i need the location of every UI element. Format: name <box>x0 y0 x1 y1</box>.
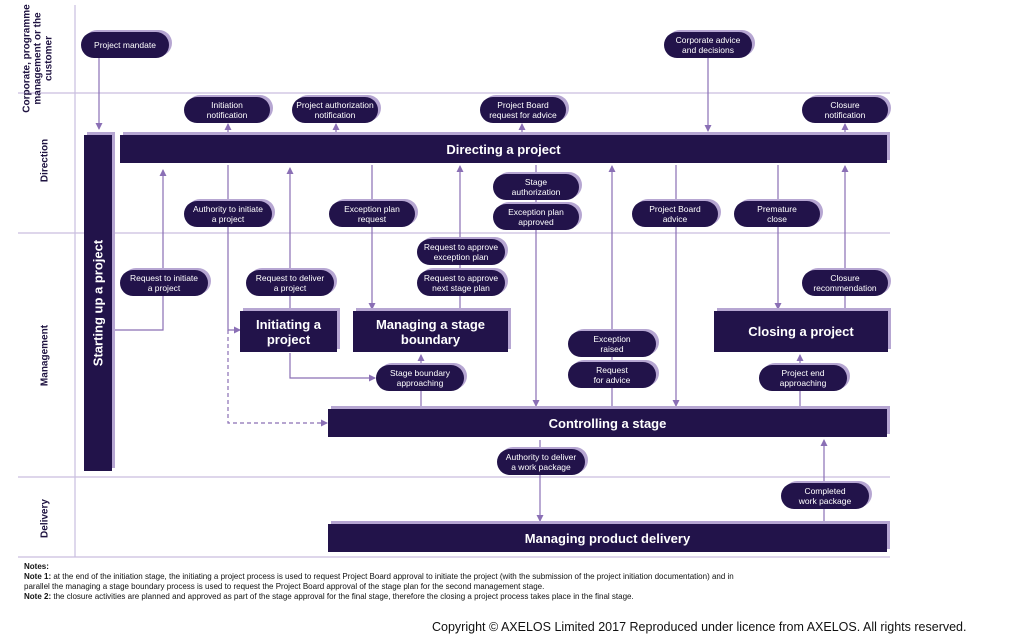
event-exception-plan-request[interactable]: Exception plan request <box>329 201 415 227</box>
event-board-advice[interactable]: Project Board advice <box>632 201 718 227</box>
dashed-path <box>227 330 328 427</box>
notes-block: Notes: Note 1: at the end of the initiat… <box>24 562 744 602</box>
notes-heading: Notes: <box>24 562 49 571</box>
event-stage-boundary-approaching[interactable]: Stage boundary approaching <box>376 365 464 391</box>
event-authority-initiate[interactable]: Authority to initiate a project <box>184 201 272 227</box>
event-initiation-notification[interactable]: Initiation notification <box>184 97 270 123</box>
event-exception-plan-approved[interactable]: Exception plan approved <box>493 204 579 230</box>
process-initiating-a-project[interactable]: Initiating a project <box>240 311 337 352</box>
event-corporate-advice[interactable]: Corporate advice and decisions <box>664 32 752 58</box>
copyright-text: Copyright © AXELOS Limited 2017 Reproduc… <box>432 620 967 634</box>
event-exception-raised[interactable]: Exception raised <box>568 331 656 357</box>
event-completed-wp[interactable]: Completed work package <box>781 483 869 509</box>
note-1: Note 1: at the end of the initiation sta… <box>24 572 744 592</box>
note-1-text: at the end of the initiation stage, the … <box>24 572 734 591</box>
process-managing-product-delivery[interactable]: Managing product delivery <box>328 524 887 552</box>
process-starting-up-a-project[interactable]: Starting up a project <box>84 135 112 471</box>
event-board-request-advice[interactable]: Project Board request for advice <box>480 97 566 123</box>
process-controlling-a-stage[interactable]: Controlling a stage <box>328 409 887 437</box>
note-2: Note 2: the closure activities are plann… <box>24 592 744 602</box>
lane-label-management: Management <box>39 324 51 387</box>
event-authority-deliver-wp[interactable]: Authority to deliver a work package <box>497 449 585 475</box>
event-request-for-advice[interactable]: Request for advice <box>568 362 656 388</box>
event-stage-authorization[interactable]: Stage authorization <box>493 174 579 200</box>
lane-label-direction: Direction <box>39 138 51 183</box>
event-request-approve-exception[interactable]: Request to approve exception plan <box>417 239 505 265</box>
event-request-deliver[interactable]: Request to deliver a project <box>246 270 334 296</box>
note-2-text: the closure activities are planned and a… <box>53 592 634 601</box>
event-project-end-approaching[interactable]: Project end approaching <box>759 365 847 391</box>
event-project-mandate[interactable]: Project mandate <box>81 32 169 58</box>
lane-label-delivery: Delivery <box>39 499 51 538</box>
event-premature-close[interactable]: Premature close <box>734 201 820 227</box>
process-managing-a-stage-boundary[interactable]: Managing a stage boundary <box>353 311 508 352</box>
lane-label-corporate: Corporate, programme management or the c… <box>21 4 55 113</box>
event-request-approve-next-stage[interactable]: Request to approve next stage plan <box>417 270 505 296</box>
process-directing-a-project[interactable]: Directing a project <box>120 135 887 163</box>
event-request-initiate[interactable]: Request to initiate a project <box>120 270 208 296</box>
event-closure-notification[interactable]: Closure notification <box>802 97 888 123</box>
note-1-label: Note 1: <box>24 572 52 581</box>
event-closure-recommendation[interactable]: Closure recommendation <box>802 270 888 296</box>
process-closing-a-project[interactable]: Closing a project <box>714 311 888 352</box>
note-2-label: Note 2: <box>24 592 52 601</box>
starting-up-label: Starting up a project <box>90 239 106 367</box>
event-project-authorization-notification[interactable]: Project authorization notification <box>292 97 378 123</box>
